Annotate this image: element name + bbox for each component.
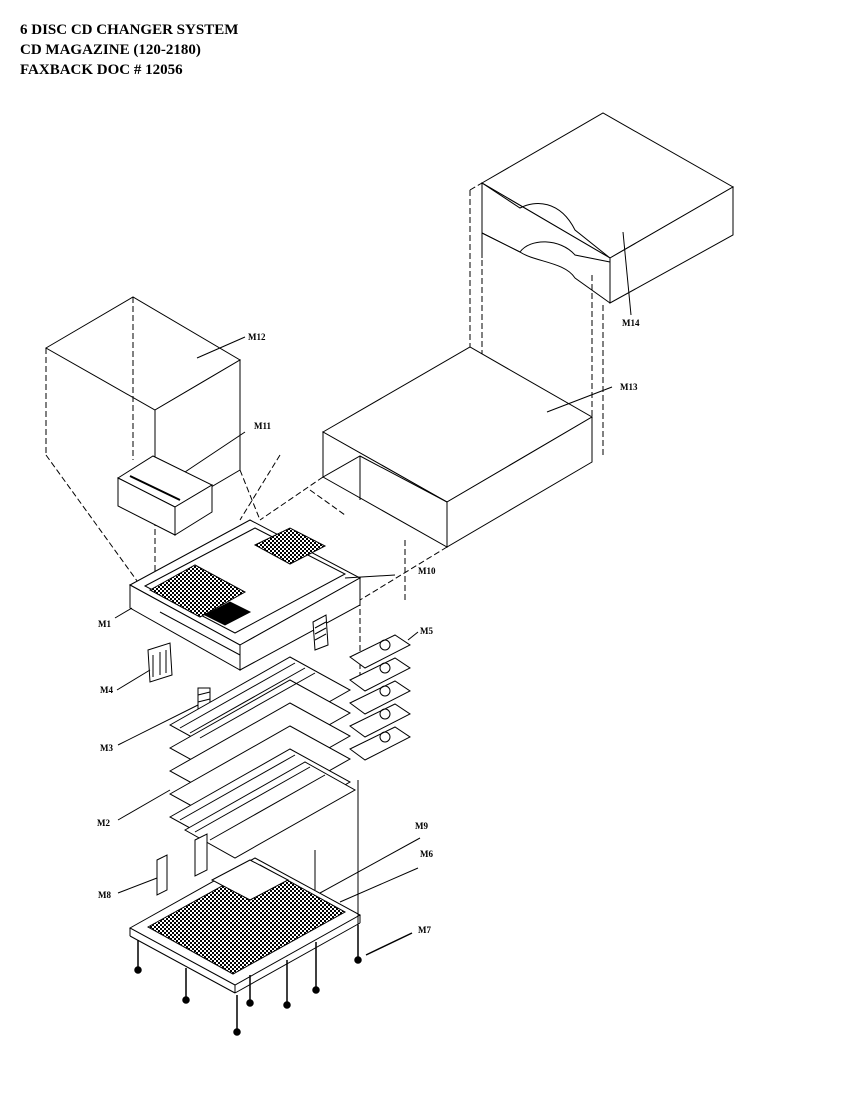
title-line-3: FAXBACK DOC # 12056 xyxy=(20,62,183,78)
label-m3: M3 xyxy=(100,743,113,753)
label-m5: M5 xyxy=(420,626,433,636)
label-m6: M6 xyxy=(420,849,433,859)
label-m13: M13 xyxy=(620,382,638,392)
label-m1: M1 xyxy=(98,619,111,629)
part-clip xyxy=(312,614,329,651)
label-m12: M12 xyxy=(248,332,266,342)
title-line-2: CD MAGAZINE (120-2180) xyxy=(20,42,201,58)
label-m14: M14 xyxy=(622,318,640,328)
part-m14-box xyxy=(481,112,735,316)
label-m4: M4 xyxy=(100,685,113,695)
part-m8-plate xyxy=(117,833,208,896)
label-m11: M11 xyxy=(254,421,271,431)
document-header: 6 DISC CD CHANGER SYSTEM CD MAGAZINE (12… xyxy=(20,20,238,80)
label-m8: M8 xyxy=(98,890,111,900)
label-m2: M2 xyxy=(97,818,110,828)
part-m2-disc-trays xyxy=(117,656,357,859)
guide-lines-m12 xyxy=(45,297,448,680)
part-m1-magazine xyxy=(114,519,396,671)
part-m13-box xyxy=(321,346,613,548)
part-m4-bracket xyxy=(116,642,173,691)
part-m11-box xyxy=(116,431,246,536)
label-m9: M9 xyxy=(415,821,428,831)
part-m5-disc-arms xyxy=(349,631,419,761)
label-m10: M10 xyxy=(418,566,436,576)
title-line-1: 6 DISC CD CHANGER SYSTEM xyxy=(20,22,239,38)
label-m7: M7 xyxy=(418,925,431,935)
part-m7-screws xyxy=(134,925,413,1036)
